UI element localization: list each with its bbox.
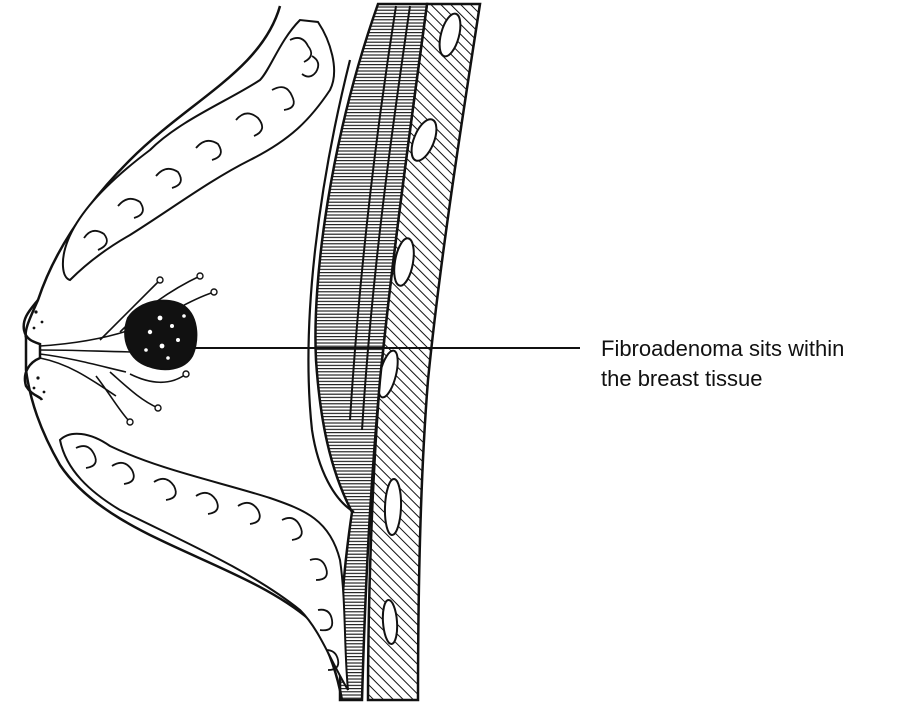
lobule-scallops-upper (83, 37, 320, 251)
duct-ends (126, 272, 218, 426)
lobule-band-upper (62, 18, 335, 282)
fibroadenoma-speckles (144, 314, 186, 360)
nipple-texture (32, 310, 46, 394)
rib-bones (377, 12, 462, 645)
nipple (22, 299, 44, 401)
fibroadenoma-mass (124, 299, 198, 371)
fibroadenoma-label: Fibroadenoma sits within the breast tiss… (601, 334, 891, 394)
label-line-1: Fibroadenoma sits within (601, 336, 845, 361)
fascia-line (307, 59, 355, 513)
lobule-band-lower (58, 432, 349, 691)
lobule-scallops-lower (75, 445, 340, 671)
label-line-2: the breast tissue (601, 366, 763, 391)
muscle-fibres (349, 5, 411, 431)
